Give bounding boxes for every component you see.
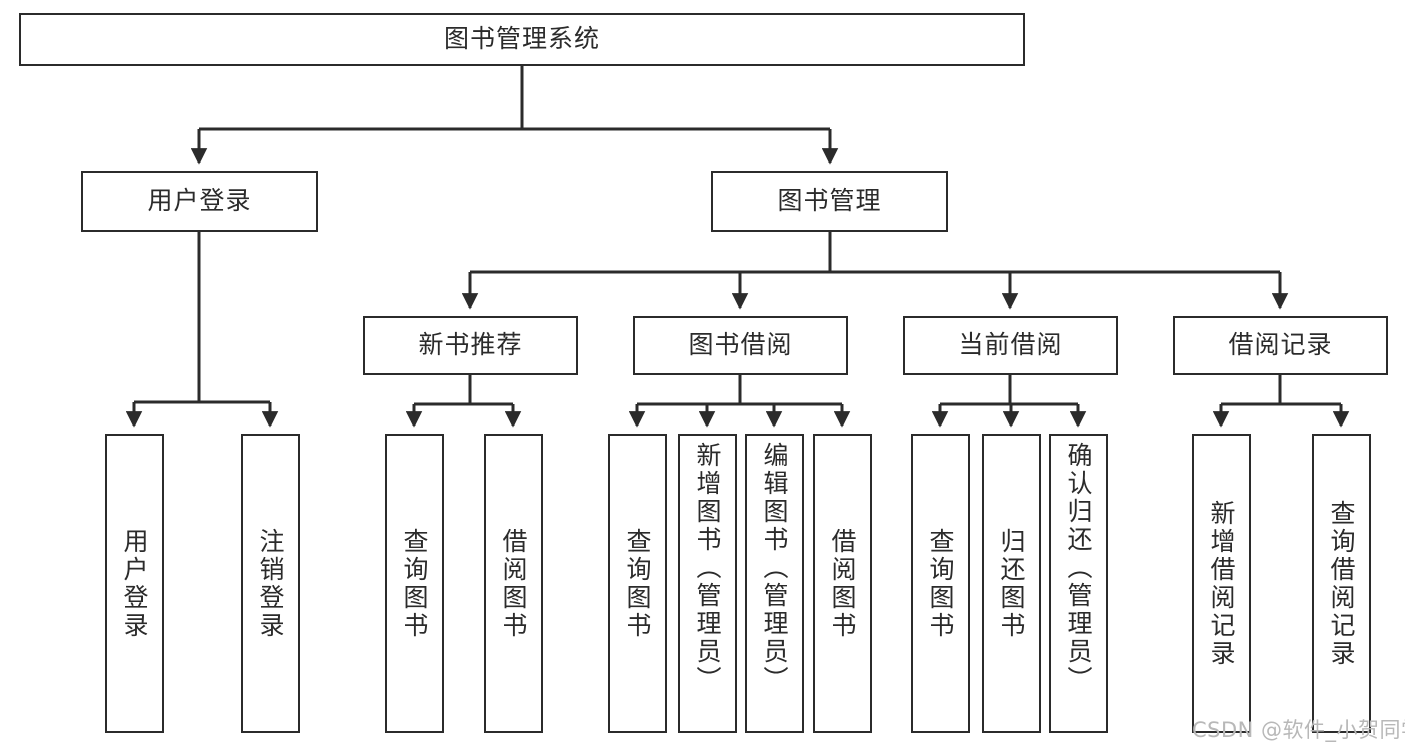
- node-label: 新增图书（管理员）: [693, 442, 722, 694]
- node-leaf-confirm-return[interactable]: 确认归还（管理员）: [1049, 434, 1108, 733]
- watermark-csdn: CSDN @软件_小贺同学: [1192, 718, 1405, 742]
- node-label: 图书借阅: [688, 330, 793, 360]
- node-leaf-query-book-2[interactable]: 查询图书: [608, 434, 667, 733]
- node-label: 查询图书: [400, 527, 429, 640]
- node-leaf-query-book-3[interactable]: 查询图书: [911, 434, 970, 733]
- node-label: 查询借阅记录: [1327, 499, 1356, 668]
- node-current-borrow[interactable]: 当前借阅: [903, 316, 1118, 375]
- node-label: 借阅图书: [499, 527, 528, 640]
- node-label: 图书管理: [777, 186, 882, 216]
- node-leaf-add-book[interactable]: 新增图书（管理员）: [678, 434, 737, 733]
- node-label: 借阅图书: [828, 527, 857, 640]
- node-book-manage[interactable]: 图书管理: [711, 171, 948, 232]
- node-label: 查询图书: [623, 527, 652, 640]
- node-leaf-return-book[interactable]: 归还图书: [982, 434, 1041, 733]
- node-leaf-query-record[interactable]: 查询借阅记录: [1312, 434, 1371, 733]
- node-user-login[interactable]: 用户登录: [81, 171, 318, 232]
- node-label: 新书推荐: [418, 330, 523, 360]
- node-label: 注销登录: [256, 527, 285, 640]
- node-label: 查询图书: [926, 527, 955, 640]
- node-new-book-rec[interactable]: 新书推荐: [363, 316, 578, 375]
- node-leaf-borrow-book-2[interactable]: 借阅图书: [813, 434, 872, 733]
- node-book-borrow[interactable]: 图书借阅: [633, 316, 848, 375]
- node-label: 确认归还（管理员）: [1064, 442, 1093, 694]
- node-label: 用户登录: [147, 186, 252, 216]
- node-borrow-record[interactable]: 借阅记录: [1173, 316, 1388, 375]
- node-leaf-edit-book[interactable]: 编辑图书（管理员）: [745, 434, 804, 733]
- node-leaf-query-book-1[interactable]: 查询图书: [385, 434, 444, 733]
- node-leaf-logout[interactable]: 注销登录: [241, 434, 300, 733]
- node-leaf-borrow-book-1[interactable]: 借阅图书: [484, 434, 543, 733]
- node-label: 图书管理系统: [443, 24, 600, 54]
- node-label: 归还图书: [997, 527, 1026, 640]
- node-label: 编辑图书（管理员）: [760, 442, 789, 694]
- node-leaf-user-login[interactable]: 用户登录: [105, 434, 164, 733]
- node-root-system[interactable]: 图书管理系统: [19, 13, 1025, 66]
- node-label: 用户登录: [120, 527, 149, 640]
- node-leaf-add-record[interactable]: 新增借阅记录: [1192, 434, 1251, 733]
- node-label: 新增借阅记录: [1207, 499, 1236, 668]
- node-label: 借阅记录: [1228, 330, 1333, 360]
- node-label: 当前借阅: [958, 330, 1063, 360]
